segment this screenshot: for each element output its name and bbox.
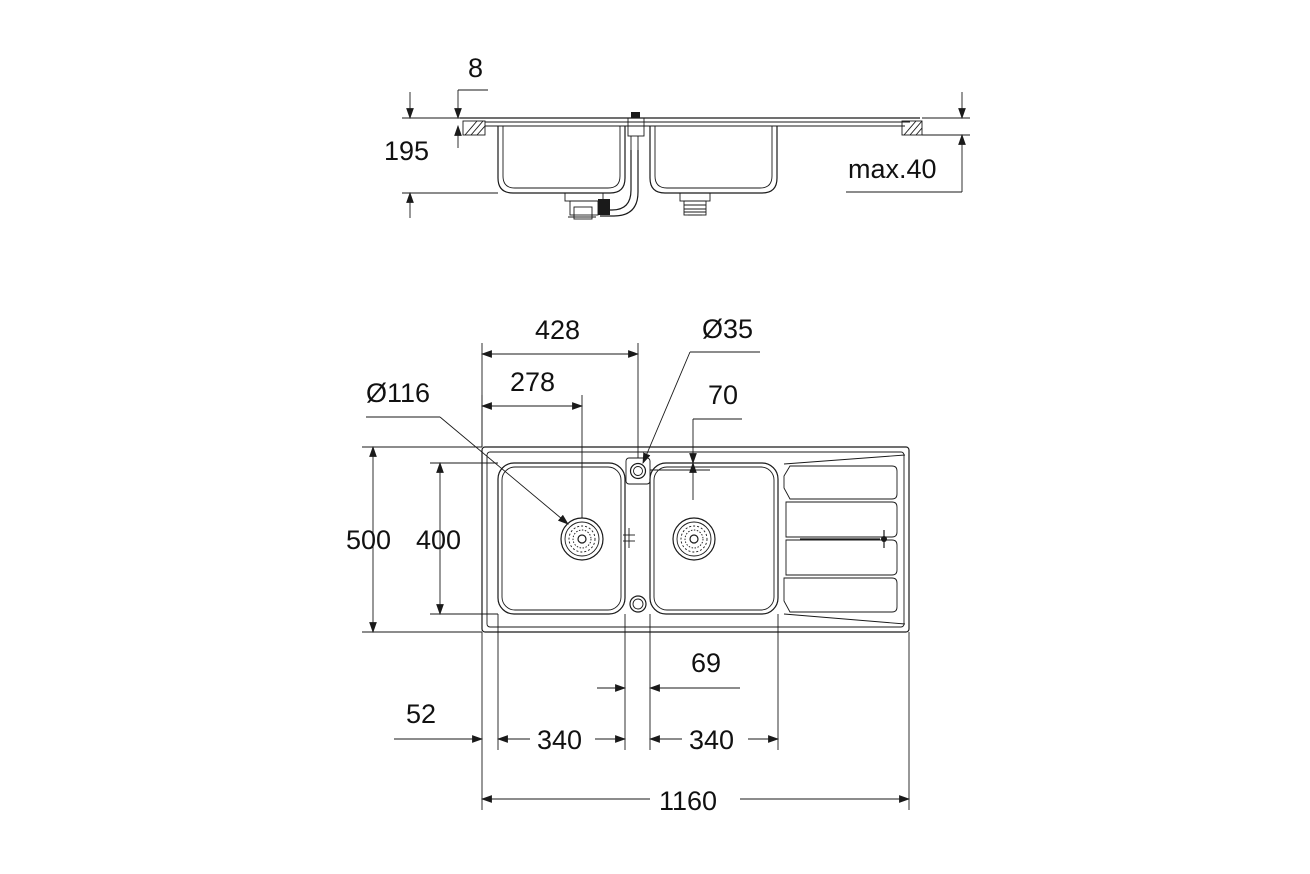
- overflow-pipe: [600, 150, 632, 211]
- dim-drain-diameter-label: Ø116: [366, 378, 430, 408]
- dim-overall-width-label: 1160: [659, 786, 717, 816]
- drainboard: [783, 454, 906, 625]
- dim-edge-offset-label: 52: [406, 699, 436, 729]
- left-bowl-profile: [497, 126, 626, 194]
- right-drain: [672, 517, 716, 561]
- dim-bowl-gap-label: 69: [691, 648, 721, 678]
- left-waste-fitting: [564, 192, 610, 220]
- dim-tap-hole-offset-label: 70: [708, 380, 738, 410]
- right-waste-fitting: [679, 192, 711, 216]
- dim-overall-depth-label: 500: [346, 525, 391, 555]
- dim-tap-hole-diameter-label: Ø35: [702, 314, 753, 344]
- left-drain: [560, 517, 604, 561]
- dim-bowl-depth-label: 400: [416, 525, 461, 555]
- top-view: 500 400 428 278 Ø116 Ø35 70: [346, 314, 911, 816]
- worktop-clip-right: [901, 120, 923, 136]
- side-view: 8 195 max.40: [384, 53, 970, 220]
- dim-max-worktop-label: max.40: [848, 154, 937, 184]
- right-bowl: [649, 462, 779, 615]
- right-bowl-profile: [649, 126, 778, 194]
- dim-left-bowl-width-label: 340: [537, 725, 582, 755]
- dim-right-bowl-width-label: 340: [689, 725, 734, 755]
- worktop-clip-left: [462, 120, 486, 136]
- dim-tap-hole-position-label: 428: [535, 315, 580, 345]
- dim-thickness-label: 8: [468, 53, 483, 83]
- dim-depth-label: 195: [384, 136, 429, 166]
- tap-hole: [629, 462, 647, 480]
- sink-outline: [481, 446, 910, 633]
- dim-drain-position-label: 278: [510, 367, 555, 397]
- left-bowl: [497, 462, 626, 615]
- overflow-hole: [629, 595, 647, 613]
